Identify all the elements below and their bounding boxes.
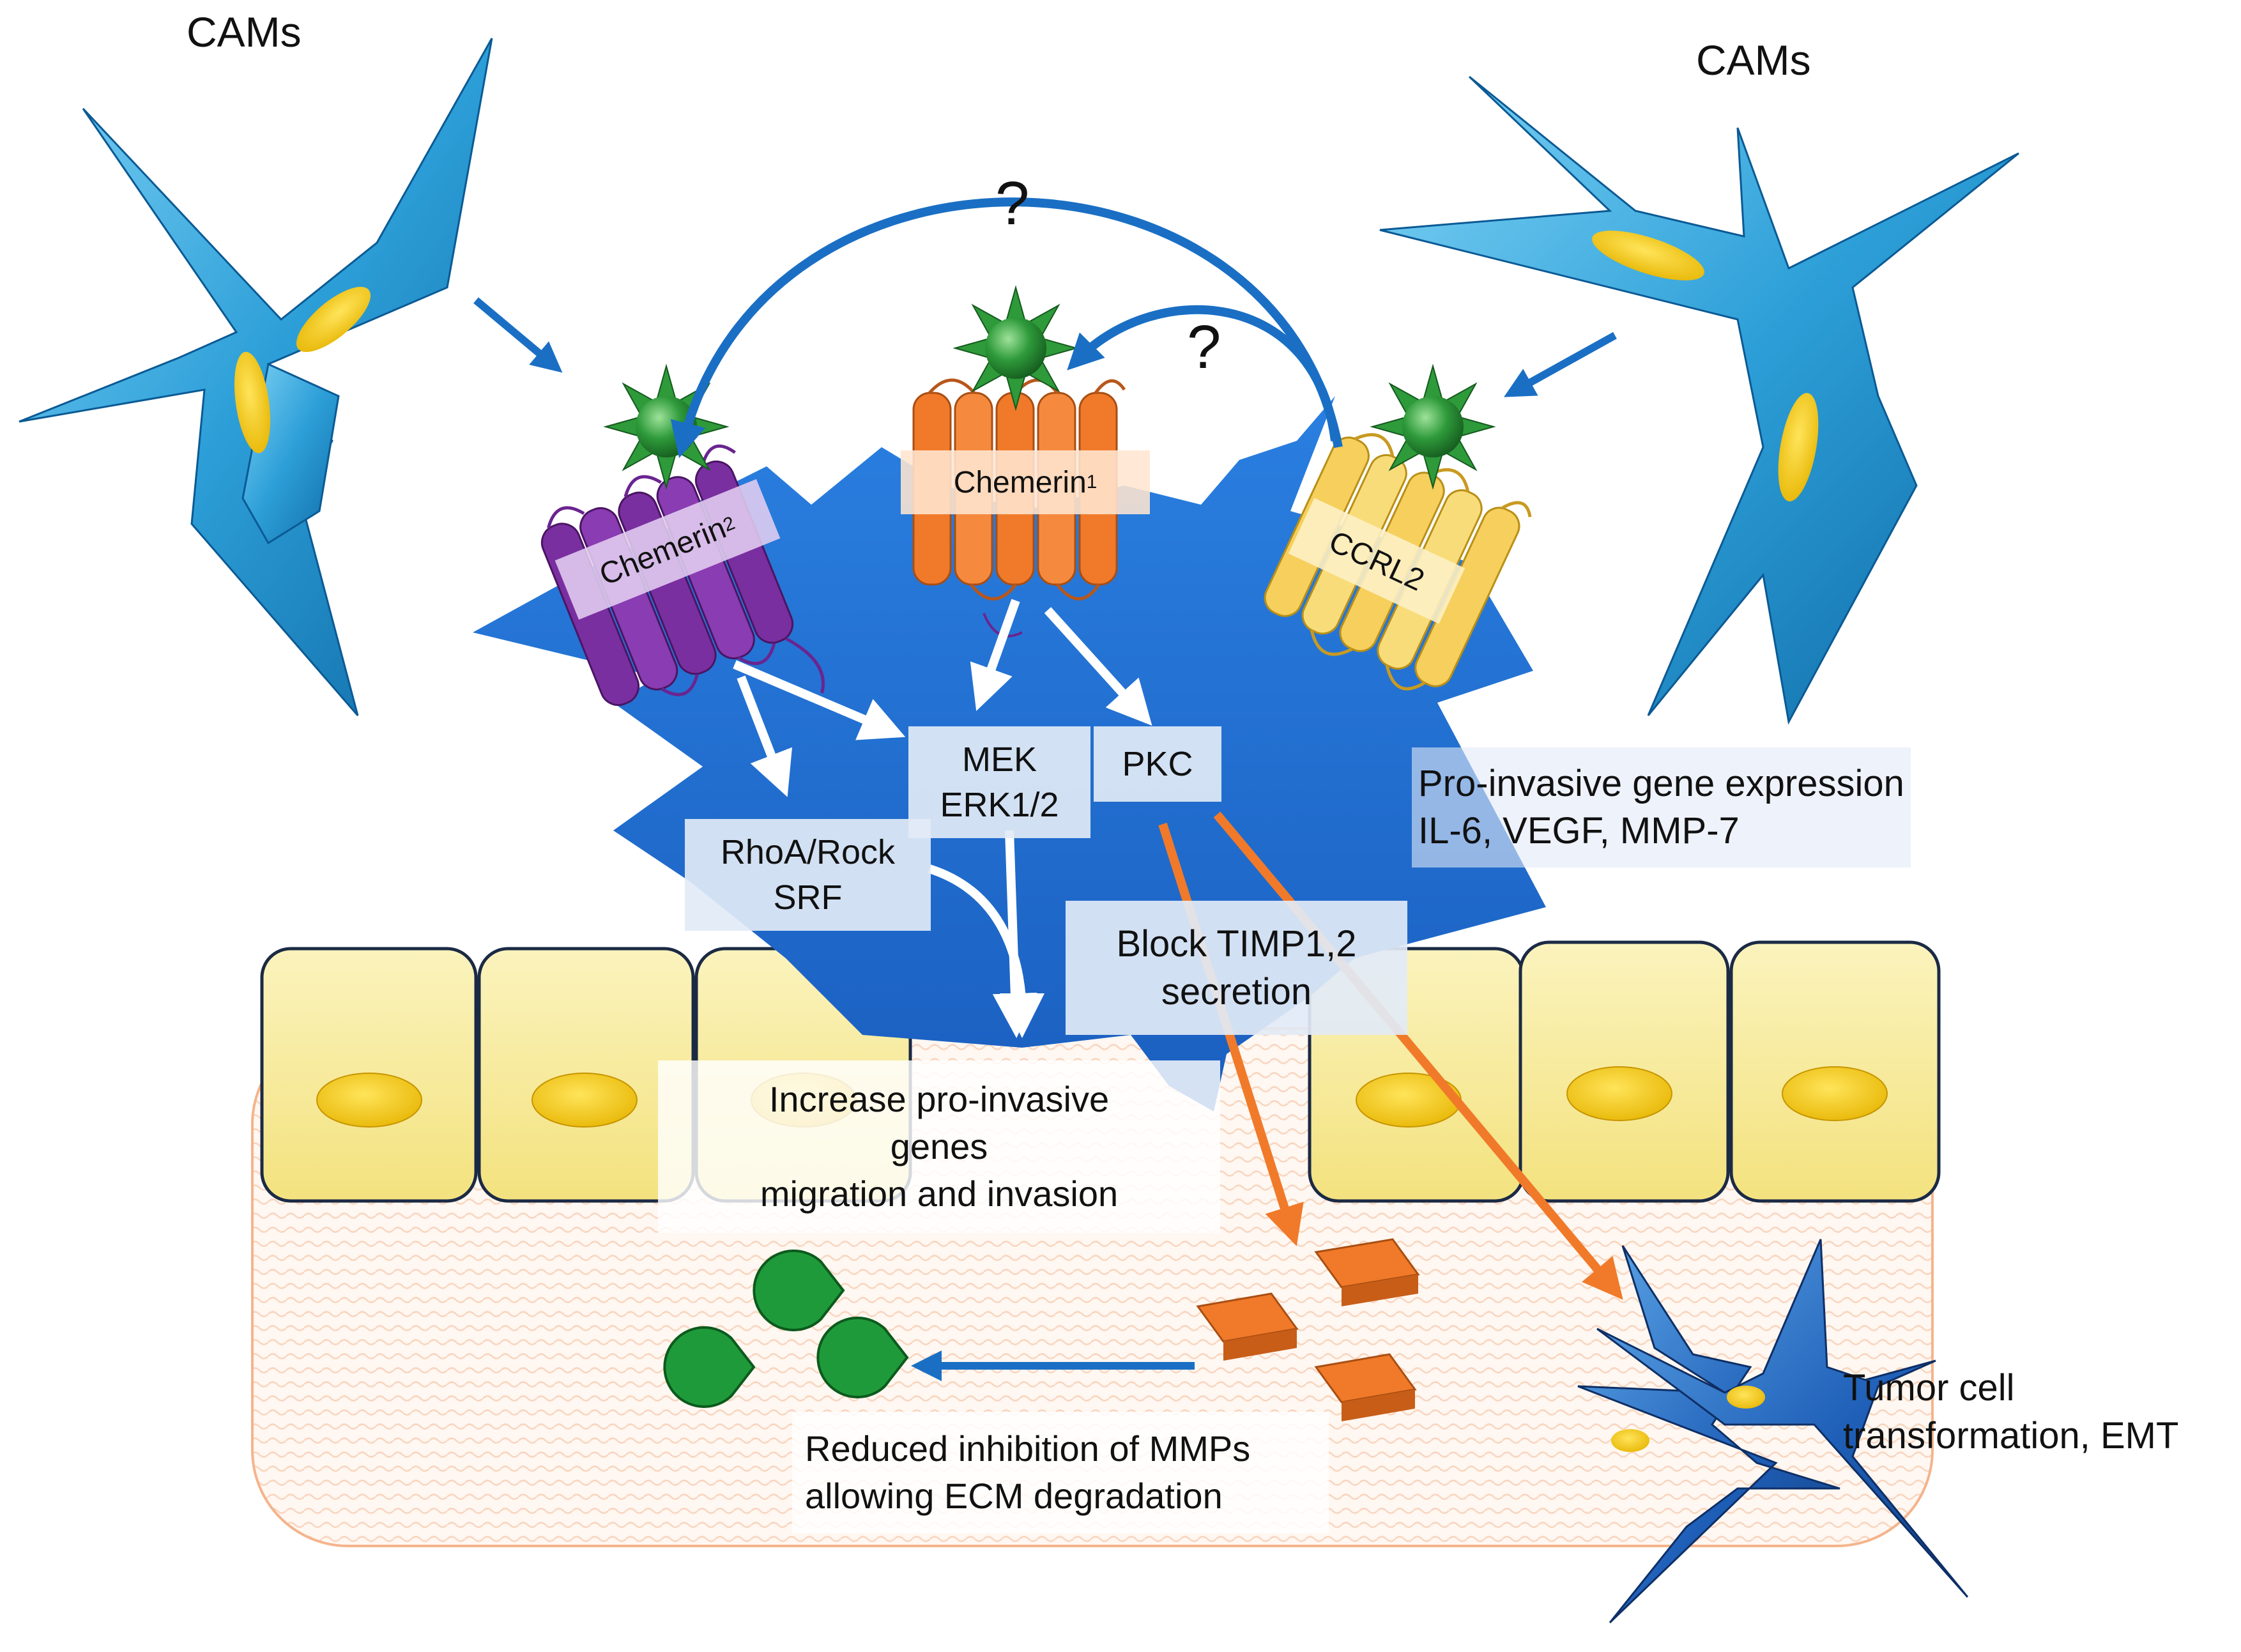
mek-erk-box: MEK ERK1/2 <box>908 726 1090 838</box>
increase-proinvasive-box: Increase pro-invasive genes migration an… <box>658 1060 1220 1233</box>
epithelial-cell <box>1518 940 1730 1203</box>
arrow-pkc-to-tumor-cell <box>1213 811 1623 1300</box>
timp-icon <box>663 1326 756 1408</box>
chemerin1-label-main: Chemerin <box>953 465 1087 500</box>
epithelial-cell <box>260 947 478 1203</box>
increase-line3: migration and invasion <box>760 1173 1119 1214</box>
ligand-chemerin-icon <box>952 285 1079 411</box>
cams-right-label: CAMs <box>1696 36 1811 84</box>
ligand-chemerin-icon <box>1370 363 1496 490</box>
timp-block-box: Block TIMP1,2 secretion <box>1066 901 1407 1035</box>
timp-block-line1: Block TIMP1,2 <box>1116 922 1357 965</box>
mek-label: MEK <box>961 740 1037 779</box>
nucleus-icon <box>1566 1066 1672 1121</box>
arrow-ccrl2-to-chemerin2 <box>670 197 1343 459</box>
reduced-line1: Reduced inhibition of MMPs <box>805 1428 1251 1469</box>
proinvasive-expression-label: Pro-invasive gene expression IL-6, VEGF,… <box>1412 747 1911 868</box>
srf-label: SRF <box>773 878 843 917</box>
cams-left-label: CAMs <box>187 8 302 56</box>
arrow-rhoa-to-increase <box>928 864 1044 1038</box>
nucleus-icon <box>234 351 271 454</box>
arrow-chemerin1-to-pkc <box>1044 607 1152 726</box>
increase-line2: genes <box>890 1126 988 1167</box>
tumor-line2: transformation, EMT <box>1843 1415 2179 1457</box>
epithelial-cell <box>1729 940 1941 1203</box>
arrow-cam-right-to-ligand <box>1504 332 1617 397</box>
arrow-mek-to-increase <box>992 830 1037 1038</box>
rhoa-box: RhoA/Rock SRF <box>685 819 931 931</box>
cam-cell-left <box>19 38 493 716</box>
chemerin1-label-sub: 1 <box>1086 471 1098 493</box>
transformed-tumor-cells <box>1577 1239 1969 1624</box>
arrow-cam-left-to-ligand <box>473 297 563 373</box>
mmp-icon <box>1196 1292 1299 1361</box>
timp-icon <box>816 1317 909 1398</box>
reduced-line2: allowing ECM degradation <box>805 1476 1223 1516</box>
timp-icon <box>753 1250 845 1331</box>
nucleus-icon <box>1592 231 1704 280</box>
nucleus-icon <box>1727 1386 1765 1409</box>
nucleus-icon <box>1782 1066 1888 1121</box>
question-mark-mid: ? <box>1187 313 1221 381</box>
nucleus-icon <box>296 286 371 353</box>
ligand-chemerin-icon <box>603 363 730 490</box>
timp-block-line2: secretion <box>1161 971 1312 1013</box>
nucleus-icon <box>316 1073 422 1128</box>
nucleus-icon <box>532 1073 638 1128</box>
timp-icons <box>663 1250 909 1408</box>
pkc-box: PKC <box>1094 726 1221 802</box>
increase-line1: Increase pro-invasive <box>769 1079 1110 1120</box>
arrow-chemerin1-to-mek <box>970 599 1020 711</box>
tumor-line1: Tumor cell <box>1843 1367 2015 1409</box>
cam-cell-right <box>1379 75 2019 725</box>
mmp-blocks <box>1196 1238 1420 1421</box>
arrow-ccrl2-to-chemerin1 <box>1067 305 1340 441</box>
proinvasive-expression-line2: IL-6, VEGF, MMP-7 <box>1418 810 1740 852</box>
mmp-icon <box>1314 1353 1417 1421</box>
erk-label: ERK1/2 <box>940 785 1059 824</box>
mmp-icon <box>1314 1238 1420 1306</box>
nucleus-icon <box>1778 393 1819 501</box>
question-mark-top: ? <box>995 169 1030 238</box>
tumor-transformation-label: Tumor cell transformation, EMT <box>1843 1364 2178 1460</box>
reduced-inhibition-box: Reduced inhibition of MMPs allowing ECM … <box>792 1412 1329 1533</box>
arrow-chemerin2-to-rhoa <box>737 675 793 797</box>
arrow-chemerin2-to-mek <box>733 660 906 740</box>
rhoa-label: RhoA/Rock <box>720 833 896 872</box>
nucleus-icon <box>1611 1429 1649 1452</box>
proinvasive-expression-line1: Pro-invasive gene expression <box>1418 763 1904 804</box>
